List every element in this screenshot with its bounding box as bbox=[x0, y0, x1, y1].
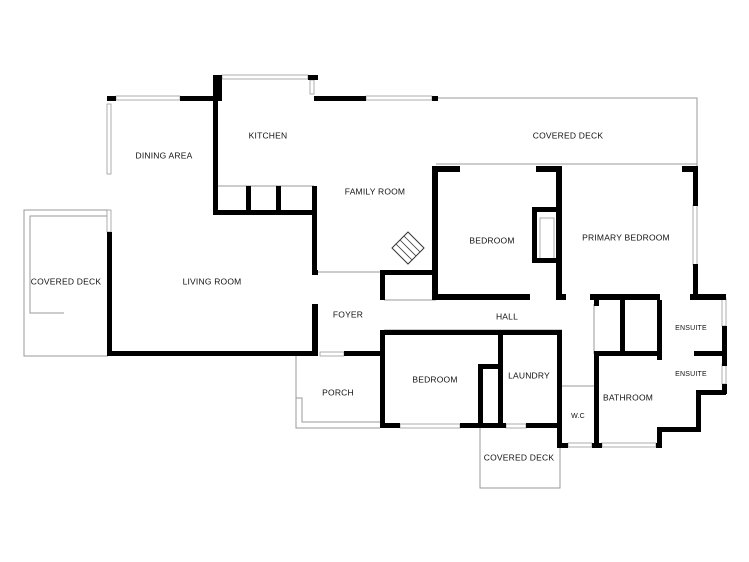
label-bedroom-2: BEDROOM bbox=[412, 374, 457, 384]
label-ensuite-2: ENSUITE bbox=[675, 371, 707, 378]
windows bbox=[106, 74, 727, 448]
label-foyer: FOYER bbox=[333, 309, 363, 319]
label-living-room: LIVING ROOM bbox=[183, 276, 242, 286]
label-laundry: LAUNDRY bbox=[508, 370, 550, 380]
label-porch: PORCH bbox=[322, 387, 354, 397]
label-dining-area: DINING AREA bbox=[136, 150, 193, 160]
label-ensuite-1: ENSUITE bbox=[675, 325, 707, 332]
label-primary-bedroom: PRIMARY BEDROOM bbox=[582, 232, 670, 242]
label-covered-deck-top: COVERED DECK bbox=[533, 130, 604, 140]
diamond-icon bbox=[391, 231, 425, 265]
label-wc: W.C bbox=[571, 413, 585, 420]
label-family-room: FAMILY ROOM bbox=[345, 186, 405, 196]
walls bbox=[107, 75, 727, 448]
label-kitchen: KITCHEN bbox=[249, 130, 288, 140]
label-hall: HALL bbox=[496, 311, 518, 321]
label-covered-deck-left: COVERED DECK bbox=[31, 276, 102, 286]
room-labels: KITCHEN DINING AREA COVERED DECK FAMILY … bbox=[31, 130, 707, 462]
label-bathroom: BATHROOM bbox=[603, 392, 653, 402]
label-covered-deck-bottom: COVERED DECK bbox=[484, 452, 555, 462]
label-bedroom-1: BEDROOM bbox=[469, 235, 514, 245]
